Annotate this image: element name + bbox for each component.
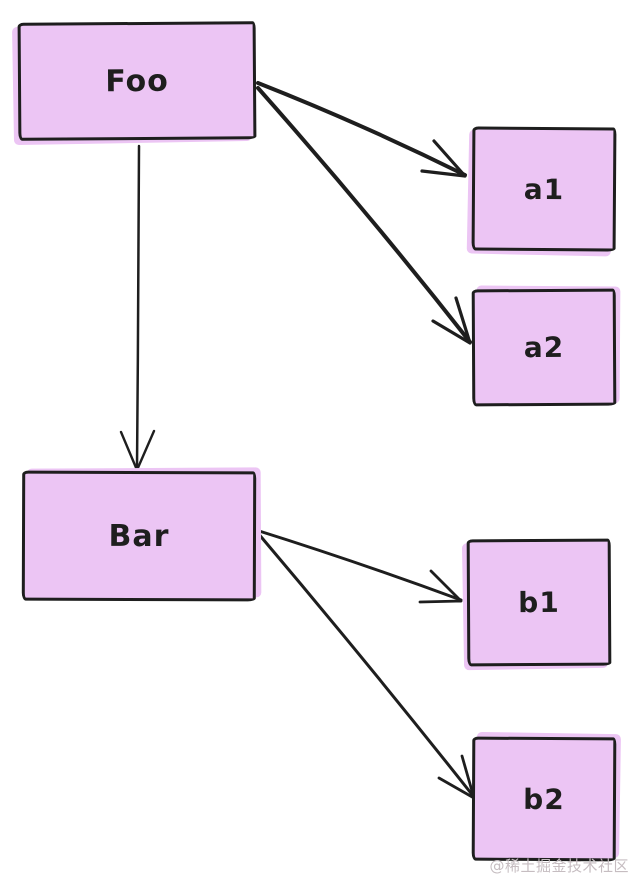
edge-foo-bar[interactable] bbox=[119, 144, 156, 472]
edge-foo-a1[interactable] bbox=[256, 81, 467, 178]
node-a2[interactable]: a2 bbox=[471, 285, 621, 407]
edge-bar-b2[interactable] bbox=[255, 530, 476, 800]
node-b1-label: b1 bbox=[518, 585, 560, 620]
node-bar-label: Bar bbox=[108, 518, 170, 554]
node-a2-label: a2 bbox=[523, 330, 565, 365]
edge-foo-bar-arrowhead-icon[interactable] bbox=[119, 429, 156, 472]
node-bar[interactable]: Bar bbox=[21, 467, 262, 602]
edge-foo-a2-arrowhead-icon[interactable] bbox=[431, 296, 472, 345]
edge-foo-a2-line[interactable] bbox=[256, 86, 472, 344]
edge-bar-b1-line[interactable] bbox=[254, 528, 463, 602]
node-b2[interactable]: b2 bbox=[471, 731, 621, 862]
edge-bar-b2-line[interactable] bbox=[255, 530, 476, 799]
node-a1[interactable]: a1 bbox=[466, 126, 617, 257]
edge-foo-a1-line[interactable] bbox=[256, 81, 467, 177]
edge-foo-bar-line[interactable] bbox=[135, 144, 141, 469]
node-foo[interactable]: Foo bbox=[12, 21, 257, 146]
edge-foo-a1-arrowhead-icon[interactable] bbox=[420, 139, 467, 178]
node-foo-label: Foo bbox=[105, 63, 169, 99]
node-b1[interactable]: b1 bbox=[461, 538, 612, 671]
edge-bar-b1[interactable] bbox=[254, 528, 463, 604]
edge-bar-b1-arrowhead-icon[interactable] bbox=[418, 569, 463, 604]
watermark: @稀土掘金技术社区 bbox=[489, 857, 629, 875]
node-a1-label: a1 bbox=[523, 172, 565, 206]
node-b2-label: b2 bbox=[523, 782, 565, 816]
edge-foo-a2[interactable] bbox=[256, 86, 472, 345]
